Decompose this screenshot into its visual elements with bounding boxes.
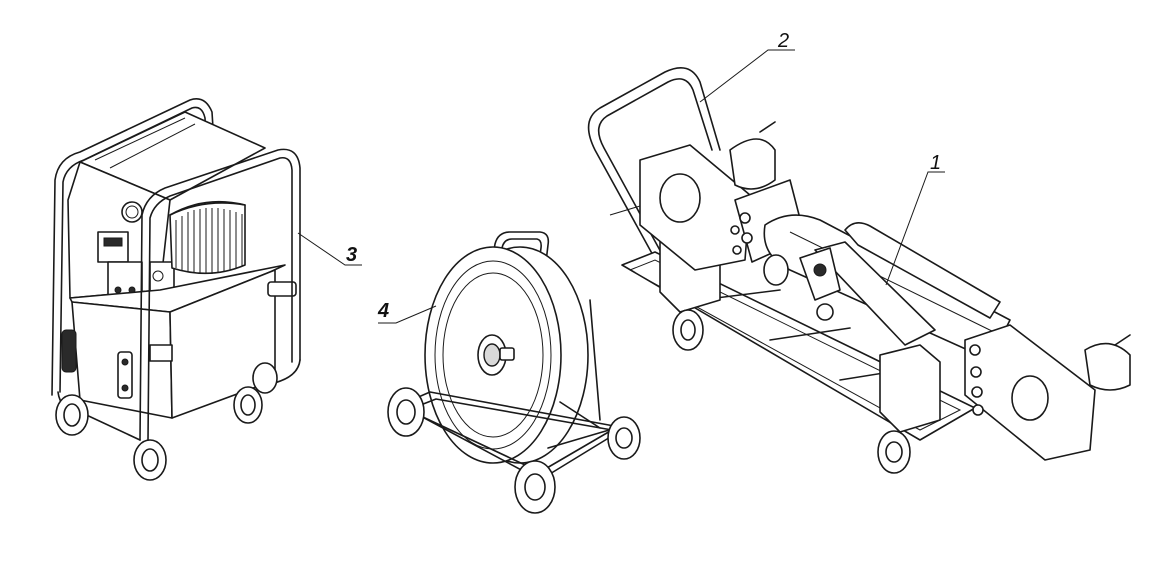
leader-line-1	[885, 171, 945, 286]
leader-line-2	[699, 49, 795, 103]
callout-3: 3	[346, 244, 358, 266]
motor-fins	[175, 208, 243, 274]
cylinder-assembly	[587, 49, 1131, 474]
flange-bolts	[730, 212, 753, 255]
frame-wheels	[672, 254, 911, 474]
lower-flange-bolts	[969, 344, 984, 416]
pump-station	[51, 98, 362, 481]
callout-1: 1	[930, 152, 942, 174]
pump-wheels	[55, 362, 278, 481]
reel-wheels	[387, 387, 641, 514]
leader-line-3	[297, 232, 362, 266]
hose-reel	[378, 231, 641, 514]
callout-4: 4	[378, 300, 390, 322]
callout-2: 2	[778, 30, 790, 52]
leader-line-4	[378, 305, 437, 324]
